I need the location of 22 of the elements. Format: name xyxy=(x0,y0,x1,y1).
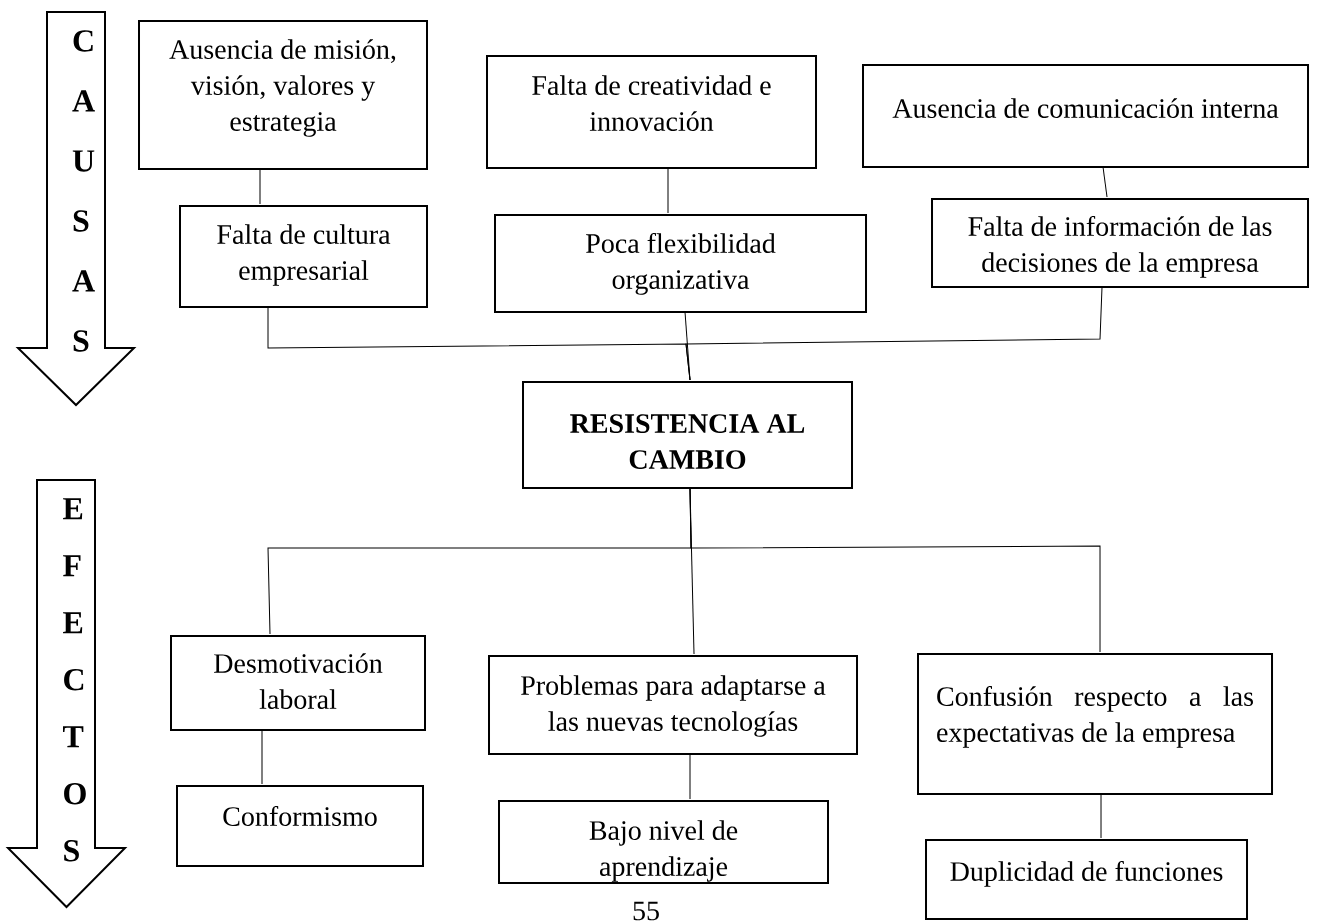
text-box: Ausencia de comunicación interna xyxy=(862,64,1309,168)
text-box: Falta de información de las decisiones de la empresa xyxy=(931,198,1309,288)
connector-line xyxy=(261,729,263,785)
connector-line xyxy=(259,168,261,205)
text-box: Desmotivación laboral xyxy=(170,635,426,731)
central-box: RESISTENCIA AL CAMBIO xyxy=(522,381,853,489)
text-box: Falta de creatividad e innovación xyxy=(486,55,817,169)
connector-line xyxy=(689,753,691,800)
text-box: Duplicidad de funciones xyxy=(925,839,1248,920)
connector-line xyxy=(1100,793,1102,839)
text-box: Ausencia de misión, visión, valores y estrategia xyxy=(138,20,428,170)
text-box: Problemas para adaptarse a las nuevas tecnologías xyxy=(488,655,858,755)
text-box: Bajo nivel de aprendizaje xyxy=(498,800,829,884)
text-box: Falta de cultura empresarial xyxy=(179,205,428,308)
connector-line xyxy=(1102,166,1108,198)
text-box: Conformismo xyxy=(176,785,424,867)
connector-line xyxy=(689,487,1101,653)
text-box: Poca flexibilidad organizativa xyxy=(494,214,867,313)
connector-line xyxy=(684,311,691,381)
connector-line xyxy=(685,286,1103,381)
text-box: Confusión respecto a las expectativas de la empresa xyxy=(917,653,1273,795)
connector-line xyxy=(667,167,669,214)
